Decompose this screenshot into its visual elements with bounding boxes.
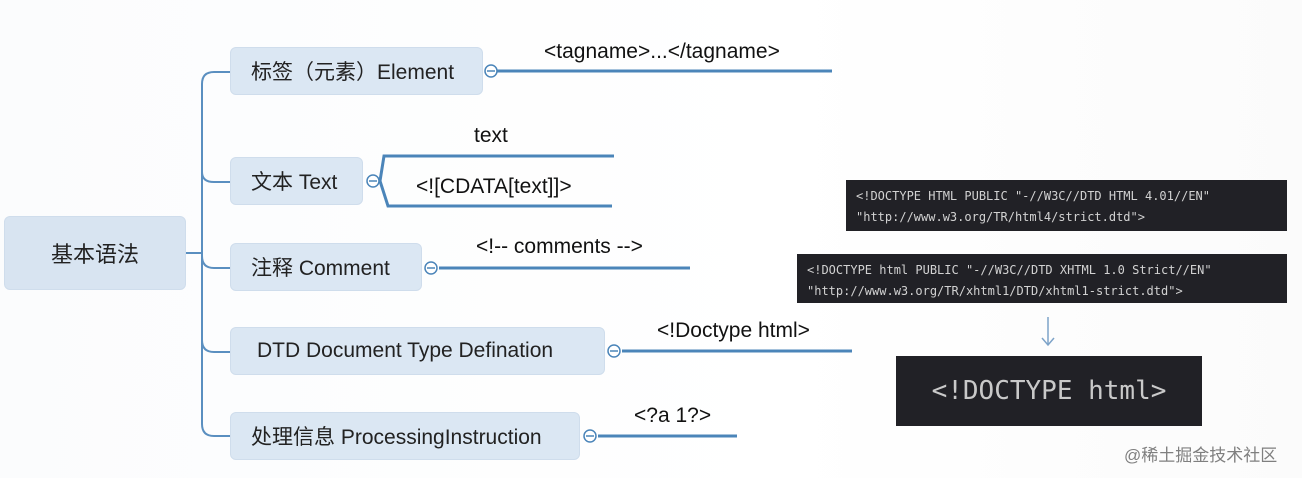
code-example-xhtml10: <!DOCTYPE html PUBLIC "-//W3C//DTD XHTML… [797,254,1287,303]
root-label: 基本语法 [50,242,139,267]
leaf-comment-syntax: <!-- comments --> [476,235,643,258]
leaf-pi-syntax: <?a 1?> [634,404,712,427]
root-node[interactable]: 基本语法 [4,216,186,290]
branch-comment-connector [201,255,230,269]
code-line: "http://www.w3.org/TR/html4/strict.dtd"> [856,210,1145,224]
leaf-doctype-syntax: <!Doctype html> [657,319,810,342]
branch-node-element[interactable]: 标签（元素）Element [230,47,483,95]
leaf-text-cdata: <![CDATA[text]]> [416,175,572,198]
branch-label: 注释 Comment [251,257,390,280]
branch-text-connector [201,171,230,183]
watermark: @稀土掘金技术社区 [1124,446,1278,465]
branch-label: 标签（元素）Element [251,61,455,84]
branch-node-comment[interactable]: 注释 Comment [230,243,422,291]
leaf-line-text-1 [378,154,614,182]
branch-label: 文本 Text [251,171,338,194]
branch-label: DTD Document Type Defination [257,339,554,362]
branch-node-processing-instruction[interactable]: 处理信息 ProcessingInstruction [230,412,580,460]
arrow-down-icon [1041,317,1055,347]
branch-dtd-connector [201,339,230,353]
code-line: <!DOCTYPE HTML PUBLIC "-//W3C//DTD HTML … [856,189,1211,203]
code-line: "http://www.w3.org/TR/xhtml1/DTD/xhtml1-… [807,284,1183,298]
leaf-element-syntax: <tagname>...</tagname> [544,40,780,63]
leaf-line-text-2 [378,180,612,208]
code-line: <!DOCTYPE html PUBLIC "-//W3C//DTD XHTML… [807,263,1212,277]
leaf-text-plain: text [474,124,508,147]
branch-label: 处理信息 ProcessingInstruction [251,426,542,449]
trunk-line [201,71,230,437]
branch-node-text[interactable]: 文本 Text [230,157,363,205]
result-code-text: <!DOCTYPE html> [931,376,1167,406]
result-code-block: <!DOCTYPE html> [896,356,1202,426]
code-example-html401: <!DOCTYPE HTML PUBLIC "-//W3C//DTD HTML … [846,180,1287,231]
branch-node-dtd[interactable]: DTD Document Type Defination [230,327,605,375]
